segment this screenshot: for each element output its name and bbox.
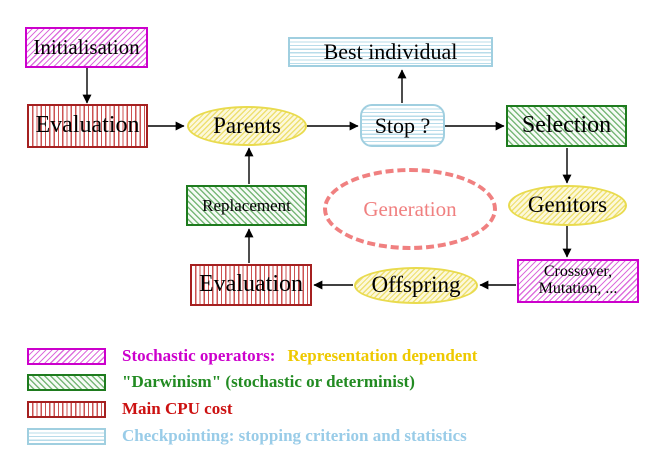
node-replacement: Replacement — [186, 185, 307, 226]
legend-row-checkpointing: Checkpointing: stopping criterion and st… — [27, 426, 467, 446]
legend-swatch-red-vertical — [27, 400, 106, 418]
node-offspring: Offspring — [354, 267, 478, 304]
node-evaluation-top: Evaluation — [27, 104, 148, 148]
node-crossover-mutation: Crossover, Mutation, ... — [517, 259, 639, 303]
node-stop: Stop ? — [360, 104, 445, 147]
legend-swatch-cyan-horizontal — [27, 427, 106, 445]
crossover-line1: Crossover, — [543, 263, 613, 281]
legend-swatch-magenta-hatch — [27, 347, 106, 365]
node-selection: Selection — [506, 105, 627, 147]
node-genitors: Genitors — [508, 185, 627, 226]
legend-row-stochastic-operators: Stochastic operators: Representation dep… — [27, 346, 477, 366]
legend-swatch-green-hatch — [27, 373, 106, 391]
legend-row-cpu-cost: Main CPU cost — [27, 399, 232, 419]
generation-label: Generation — [363, 196, 457, 221]
node-parents: Parents — [187, 106, 307, 146]
legend-label-representation-dependent: Representation dependent — [287, 346, 478, 365]
node-evaluation-bottom: Evaluation — [190, 264, 312, 306]
generation-loop-ellipse: Generation — [323, 168, 497, 250]
legend-label-cpu-cost: Main CPU cost — [122, 399, 233, 418]
node-initialisation: Initialisation — [25, 27, 148, 68]
node-best-individual: Best individual — [288, 37, 493, 67]
legend-label-stochastic-operators: Stochastic operators: — [122, 346, 276, 365]
legend-label-darwinism: "Darwinism" (stochastic or determinist) — [122, 372, 415, 391]
legend-label-checkpointing: Checkpointing: stopping criterion and st… — [122, 426, 467, 445]
legend-row-darwinism: "Darwinism" (stochastic or determinist) — [27, 372, 415, 392]
crossover-line2: Mutation, ... — [538, 280, 618, 297]
